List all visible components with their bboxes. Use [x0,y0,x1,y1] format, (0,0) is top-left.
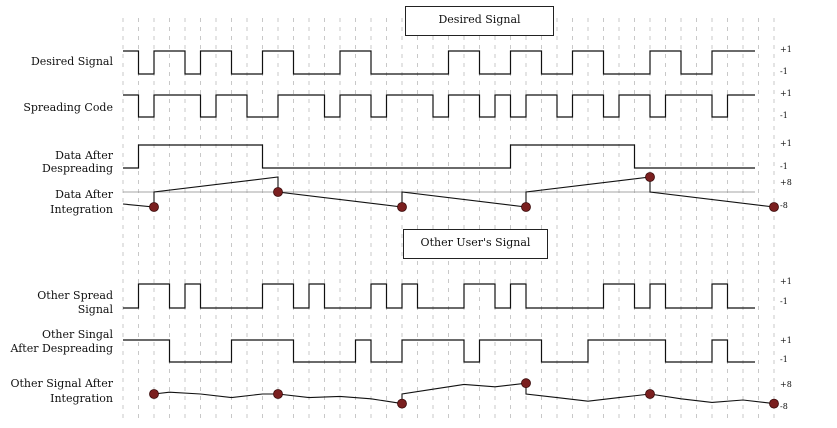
desired-minus1-tick: -1 [780,67,788,76]
other-signal-integration-label-2: Integration [50,392,113,405]
spreading-code-label: Spreading Code [23,101,113,114]
spreading-code-waveform [123,94,755,118]
other-integration-sample-dot [521,378,531,389]
other-integration-sample-dot [397,398,407,409]
other-spread-minus1-tick: -1 [780,297,788,306]
data-after-integration-label-1: Data After [55,188,113,201]
data-after-despreading-label-2: Despreading [41,162,113,175]
integration-sample-dot [769,202,779,212]
other-integration-sample-dot [273,389,283,399]
desired-plus1-tick: +1 [780,45,792,54]
spread-plus1-tick: +1 [780,89,792,98]
desired-signal-section-title: Desired Signal [405,6,554,36]
other-spread-signal-label-2: Signal [77,303,113,316]
data-after-integration-label-2: Integration [50,203,113,216]
spread-minus1-tick: -1 [780,111,788,120]
other-integration-sample-dot [645,389,655,399]
other-user-signal-section-title: Other User's Signal [403,229,548,259]
other-signal-integration-waveform [153,382,775,405]
integration-sample-dot [273,187,283,197]
other-integration-sample-dot [149,389,159,399]
other-integ-minus8-tick: -8 [780,402,788,411]
integration-sample-dot [149,202,159,212]
integration-sample-dot [397,202,407,212]
other-spread-signal-label-1: Other Spread [37,289,113,302]
desired-signal-waveform [123,50,755,75]
integ-plus8-tick: +8 [780,178,792,187]
integration-sample-dot [521,202,531,212]
other-signal-despreading-label-1: Other Singal [41,328,113,341]
despread-plus1-tick: +1 [780,139,792,148]
other-signal-despreading-waveform [123,339,755,363]
other-integ-plus8-tick: +8 [780,380,792,389]
desired-signal-label: Desired Signal [30,55,113,68]
data-after-despreading-label-1: Data After [55,149,113,162]
other-despread-plus1-tick: +1 [780,336,792,345]
other-signal-despreading-label-2: After Despreading [10,342,113,355]
other-signal-integration-label-1: Other Signal After [10,377,113,390]
despread-minus1-tick: -1 [780,162,788,171]
other-integration-sample-dot [769,398,779,409]
other-spread-signal-waveform [123,283,755,309]
integration-sample-dot [645,172,655,182]
other-despread-minus1-tick: -1 [780,355,788,364]
integ-minus8-tick: -8 [780,201,788,210]
data-after-despreading-waveform [123,144,755,169]
other-spread-plus1-tick: +1 [780,277,792,286]
